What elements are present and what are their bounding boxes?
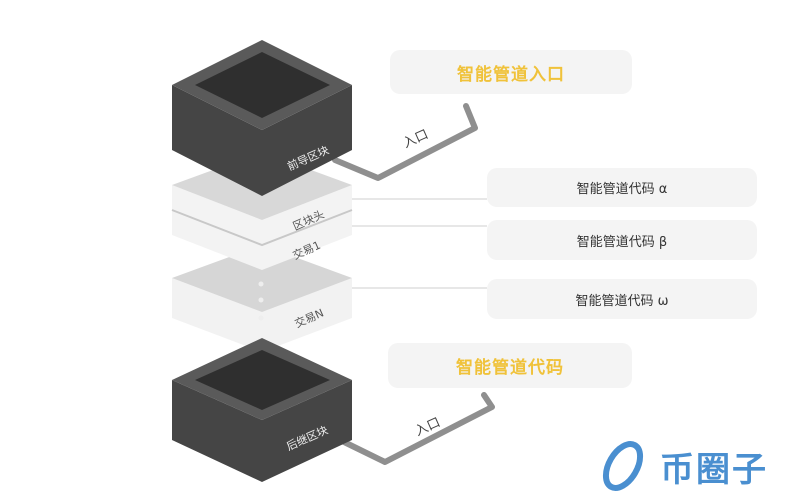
top-pipe: [332, 103, 478, 181]
watermark-logo: 币圈子: [660, 442, 768, 491]
code-alpha-callout: 智能管道代码 α: [487, 168, 757, 207]
code-omega-callout: 智能管道代码 ω: [487, 279, 757, 319]
code-beta-callout: 智能管道代码 β: [487, 220, 757, 260]
code-beta-text: 智能管道代码 β: [576, 234, 668, 250]
pipe-entry-text: 智能管道入口: [457, 64, 565, 85]
pipe-entry-callout: 智能管道入口: [390, 50, 632, 94]
pipe-code-callout: 智能管道代码: [388, 343, 632, 388]
code-omega-text: 智能管道代码 ω: [575, 293, 669, 309]
connector-lines: [350, 198, 487, 289]
logo-icon: [602, 441, 644, 491]
bottom-pipe: [337, 392, 495, 465]
pipe-code-text: 智能管道代码: [456, 358, 564, 378]
code-alpha-text: 智能管道代码 α: [576, 182, 668, 197]
next-block-cube: [172, 338, 352, 482]
watermark-text: 币圈子: [660, 450, 768, 490]
previous-block-cube: [172, 40, 352, 196]
tx-n-slab: [172, 245, 352, 352]
